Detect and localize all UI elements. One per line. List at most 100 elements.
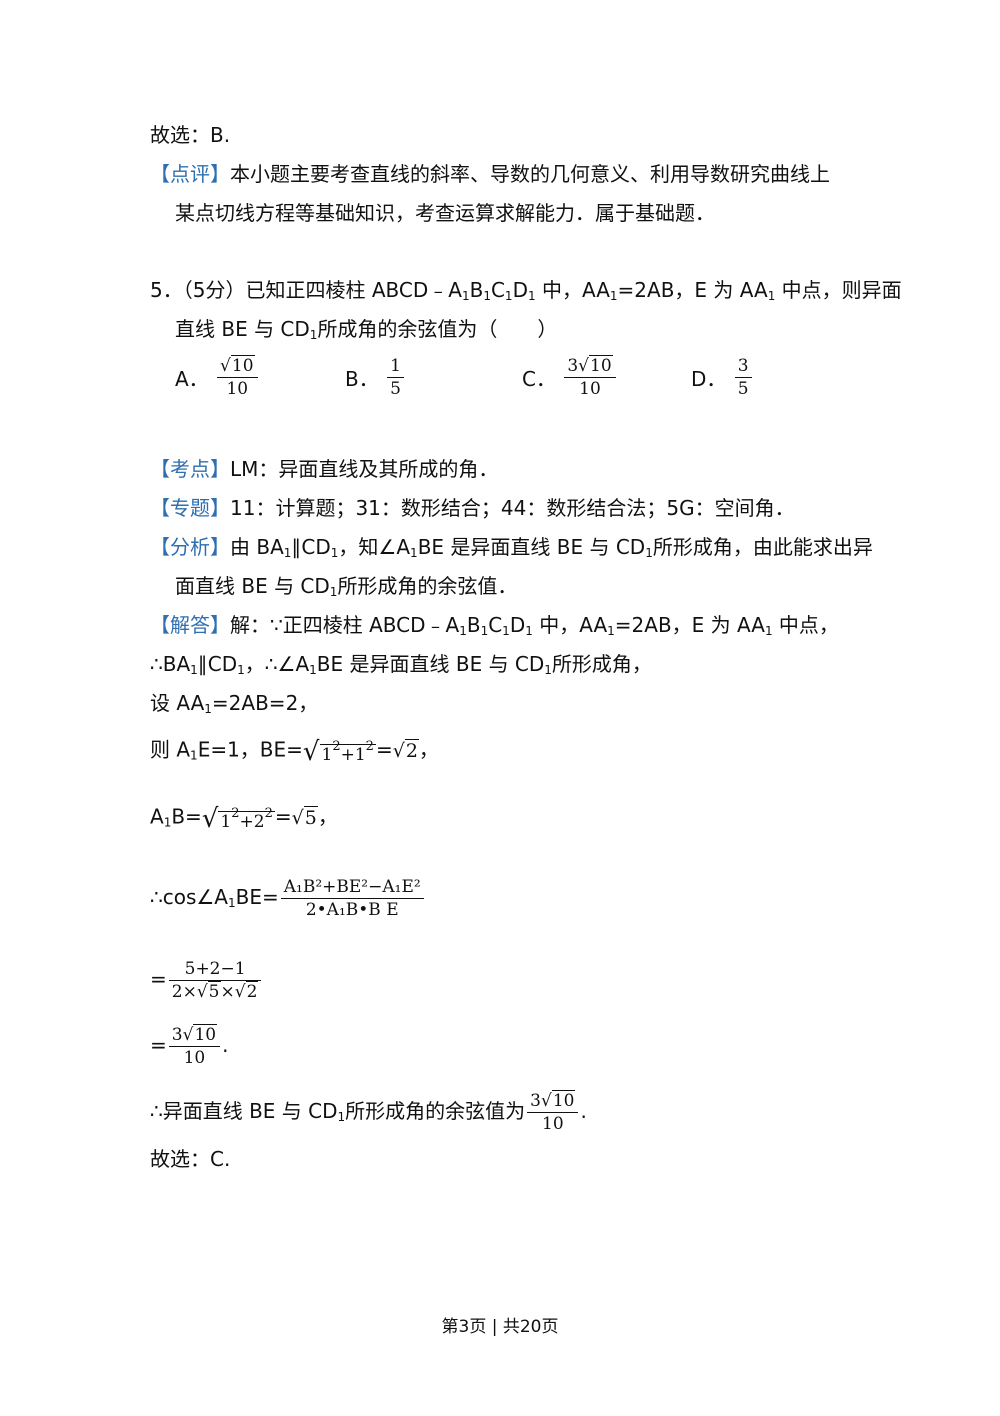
denominator: 10 [542,1114,564,1134]
zhuanti-line: 【专题】11：计算题；31：数形结合；44：数形结合法；5G：空间角． [150,494,795,522]
sqrt-icon: √10 [220,355,255,376]
solution-text: 则 A [150,737,191,762]
subscript: 1 [410,546,418,560]
denominator: 10 [226,379,249,399]
stem-text: 直线 BE 与 CD [175,317,310,341]
solution-text: ∴BA [150,652,191,676]
coefficient: 3 [530,1091,541,1111]
zhuanti-tag: 【专题】 [150,496,230,520]
subscript: 1 [459,624,467,638]
kaodian-tag: 【考点】 [150,457,230,481]
comment-tag: 【点评】 [150,162,230,186]
solution-text: ∥CD [197,652,238,676]
stem-text: 中，AA [535,278,610,302]
fenxi-text: ，知∠A [338,535,411,559]
denominator: 2•A₁B•B E [305,900,399,920]
radicand: 1 [321,745,333,765]
jieda-line1: 【解答】解：∵正四棱柱 ABCD﹣A1B1C1D1 中，AA1=2AB，E 为 … [150,611,839,645]
superscript: 2 [264,806,273,821]
superscript: 2 [231,806,240,821]
subscript: 1 [525,624,533,638]
solution-text: BE 是异面直线 BE 与 CD [316,652,545,676]
fenxi-line1: 【分析】由 BA1∥CD1，知∠A1BE 是异面直线 BE 与 CD1所形成角，… [150,533,873,567]
solution-text: =2AB=2， [211,691,319,715]
subscript: 1 [337,1110,346,1124]
subscript: 1 [502,624,510,638]
question-score: （5分） [182,278,246,302]
fenxi-tag: 【分析】 [150,535,230,559]
subscript: 1 [237,663,245,677]
zhuanti-text: 11：计算题；31：数形结合；44：数形结合法；5G：空间角． [230,496,795,520]
sqrt-icon: √2 [392,738,419,762]
comment-text: 本小题主要考查直线的斜率、导数的几何意义、利用导数研究曲线上 [230,162,830,186]
subscript: 1 [163,815,172,830]
kaodian-line: 【考点】LM：异面直线及其所成的角． [150,455,498,483]
subscript: 1 [480,624,489,638]
question-stem-line2: 直线 BE 与 CD1所成角的余弦值为（ ） [175,315,557,349]
denominator: × [220,982,235,1002]
solution-text: ， [317,804,338,829]
sqrt-icon: √5 [291,805,318,829]
fenxi-text: 面直线 BE 与 CD [175,574,330,598]
radicand: 10 [589,355,613,376]
subscript: 1 [204,702,212,716]
page-footer: 第3页 | 共20页 [441,1317,559,1337]
subscript: 1 [767,289,776,303]
radicand: 10 [193,1024,218,1045]
subscript: 1 [609,289,618,303]
coefficient: 3 [171,1025,183,1045]
numerator: 5+2−1 [168,958,262,981]
jieda-text: 中，AA [532,613,608,637]
stem-text: D [512,278,528,302]
jieda-tag: 【解答】 [150,613,230,637]
radicand: +1 [340,745,366,765]
kaodian-text: LM：异面直线及其所成的角． [230,457,499,481]
subscript: 1 [527,289,536,303]
prev-answer: 故选：B. [150,123,231,147]
stem-text: 所成角的余弦值为（ ） [317,317,558,341]
solution-text: 所形成角， [551,652,652,676]
subscript: 1 [544,663,552,677]
superscript: 2 [365,739,374,754]
solution-text: 所形成角的余弦值为 [345,1099,526,1123]
subscript: 1 [283,546,292,560]
subscript: 1 [309,663,317,677]
jieda-text: D [509,613,526,637]
sqrt-icon: √12+12 [302,737,376,767]
solution-text: A [150,804,164,829]
equals: = [274,804,292,829]
solution-text: . [580,1099,587,1123]
subscript: 1 [330,546,339,560]
fenxi-text: BE 是异面直线 BE 与 CD [417,535,646,559]
radicand: 2 [245,981,259,1002]
sqrt-icon: √5 [196,981,221,1002]
question-stem-line1: 5．（5分）已知正四棱柱 ABCD﹣A1B1C1D1 中，AA1=2AB，E 为… [150,276,902,310]
solution-text: ， [418,737,439,762]
solution-line4: 则 A1E=1，BE=√12+12=√2， [150,733,439,770]
denominator: 10 [579,379,601,399]
solution-line5: A1B=√12+22=√5， [150,800,338,837]
solution-text: E=1，BE= [197,737,303,762]
subscript: 1 [190,748,198,763]
coefficient: 3 [567,356,579,376]
fenxi-line2: 面直线 BE 与 CD1所形成角的余弦值． [175,572,517,606]
stem-text: 已知正四棱柱 ABCD﹣A [245,278,462,302]
denominator: 5 [737,379,749,399]
subscript: 1 [483,289,491,303]
option-label: A． [175,367,209,391]
stem-text: =2AB，E 为 AA [617,278,768,302]
prev-comment-line1: 【点评】本小题主要考查直线的斜率、导数的几何意义、利用导数研究曲线上 [150,160,830,188]
radicand: 10 [230,355,255,376]
numerator: 1 [387,355,404,378]
prev-comment-line2: 某点切线方程等基础知识，考查运算求解能力．属于基础题． [175,201,715,225]
